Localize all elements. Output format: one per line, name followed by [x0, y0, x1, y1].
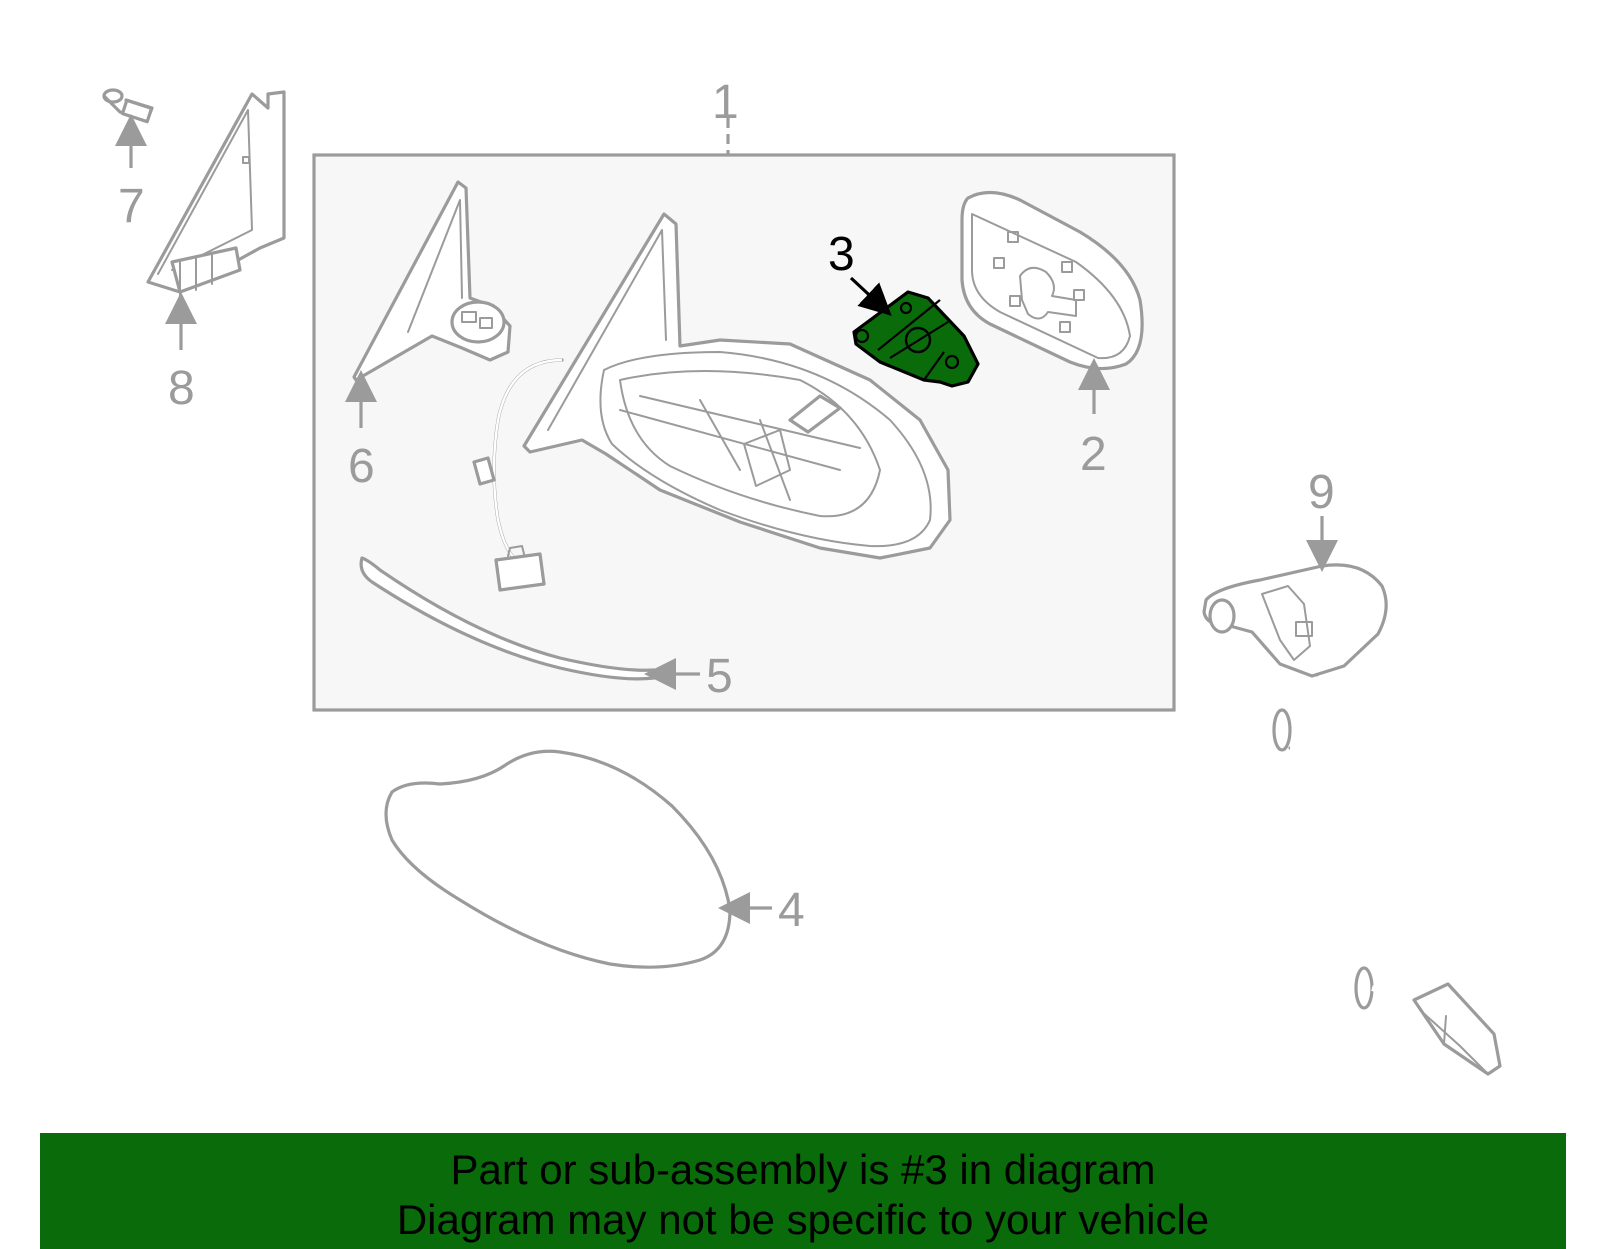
part-9-harness	[1174, 563, 1502, 1076]
callout-1: 1	[712, 76, 739, 129]
callout-8: 8	[168, 362, 195, 415]
part-4-cover	[384, 749, 732, 969]
callout-9: 9	[1308, 466, 1335, 519]
banner-line-2: Diagram may not be specific to your vehi…	[396, 1196, 1210, 1243]
callout-7: 7	[118, 180, 145, 233]
part-7-bolt	[102, 88, 154, 124]
mirror-housing	[522, 212, 952, 560]
callout-3: 3	[828, 228, 855, 281]
notice-banner: Part or sub-assembly is #3 in diagram Di…	[40, 1133, 1566, 1249]
part-8-bracket	[146, 90, 286, 299]
callout-5: 5	[706, 650, 733, 703]
part-6-mirror-base	[352, 180, 512, 382]
callout-4: 4	[778, 884, 805, 937]
part-2-mirror-glass	[960, 190, 1144, 371]
banner-line-1: Part or sub-assembly is #3 in diagram	[450, 1146, 1156, 1193]
wiring-harness	[472, 358, 564, 592]
callout-3-arrow	[849, 276, 892, 316]
callout-6: 6	[348, 440, 375, 493]
callout-2: 2	[1080, 428, 1107, 481]
